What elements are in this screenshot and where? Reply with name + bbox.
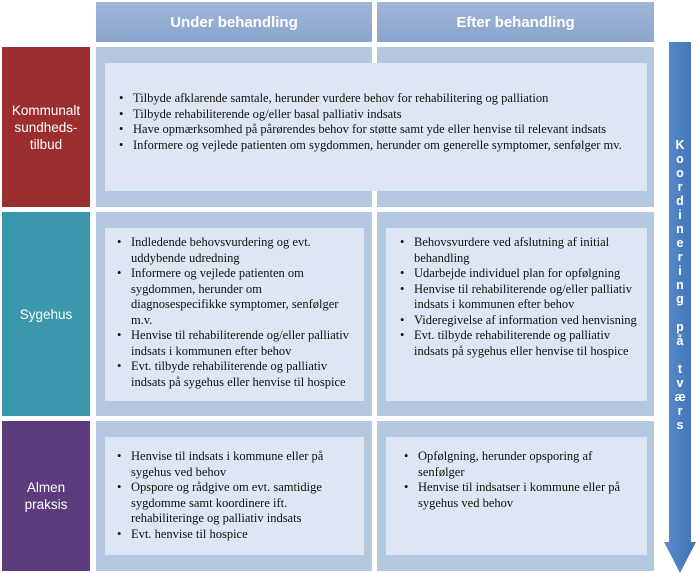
list-item: Videregivelse af information ved henvisn… bbox=[398, 313, 639, 329]
list-item: Evt. henvise til hospice bbox=[115, 527, 356, 543]
sygehus-under-list: Indledende behovsvurdering og evt. uddyb… bbox=[115, 235, 356, 390]
kommunalt-activities-list: Tilbyde afklarende samtale, herunder vur… bbox=[117, 91, 637, 153]
list-item: Indledende behovsvurdering og evt. uddyb… bbox=[115, 235, 356, 266]
row-label-almen-praksis: Almen praksis bbox=[2, 421, 90, 571]
list-item: Behovsvurdere ved afslutning af initial … bbox=[398, 235, 639, 266]
list-item: Henvise til indsats i kommune eller på s… bbox=[115, 449, 356, 480]
sygehus-efter-list: Behovsvurdere ved afslutning af initial … bbox=[398, 235, 639, 359]
list-item: Henvise til rehabiliterende og/eller pal… bbox=[115, 328, 356, 359]
list-item: Evt. tilbyde rehabiliterende og palliati… bbox=[398, 328, 639, 359]
list-item: Informere og vejlede patienten om sygdom… bbox=[115, 266, 356, 328]
column-header-under-behandling: Under behandling bbox=[96, 2, 372, 42]
list-item: Tilbyde afklarende samtale, herunder vur… bbox=[117, 91, 637, 107]
sygehus-efter-box: Behovsvurdere ved afslutning af initial … bbox=[386, 228, 647, 401]
row-label-kommunalt-sundhedstilbud: Kommunalt sundheds- tilbud bbox=[2, 47, 90, 207]
list-item: Udarbejde individuel plan for opfølgning bbox=[398, 266, 639, 282]
list-item: Evt. tilbyde rehabiliterende og palliati… bbox=[115, 359, 356, 390]
list-item: Henvise til rehabiliterende og/eller pal… bbox=[398, 282, 639, 313]
list-item: Have opmærksomhed på pårørendes behov fo… bbox=[117, 122, 637, 138]
list-item: Tilbyde rehabiliterende og/eller basal p… bbox=[117, 107, 637, 123]
list-item: Opfølgning, herunder opsporing af senføl… bbox=[402, 449, 639, 480]
list-item: Henvise til indsatser i kommune eller på… bbox=[402, 480, 639, 511]
column-header-efter-behandling: Efter behandling bbox=[377, 2, 654, 42]
coordination-arrow bbox=[664, 42, 696, 573]
almen-efter-box: Opfølgning, herunder opsporing af senføl… bbox=[386, 437, 647, 555]
kommunalt-activities-box: Tilbyde afklarende samtale, herunder vur… bbox=[105, 63, 647, 191]
row-label-sygehus: Sygehus bbox=[2, 212, 90, 416]
sygehus-under-box: Indledende behovsvurdering og evt. uddyb… bbox=[105, 228, 364, 401]
almen-under-box: Henvise til indsats i kommune eller på s… bbox=[105, 437, 364, 555]
list-item: Informere og vejlede patienten om sygdom… bbox=[117, 138, 637, 154]
almen-under-list: Henvise til indsats i kommune eller på s… bbox=[115, 449, 356, 542]
list-item: Opspore og rådgive om evt. samtidige syg… bbox=[115, 480, 356, 527]
almen-efter-list: Opfølgning, herunder opsporing af senføl… bbox=[402, 449, 639, 511]
